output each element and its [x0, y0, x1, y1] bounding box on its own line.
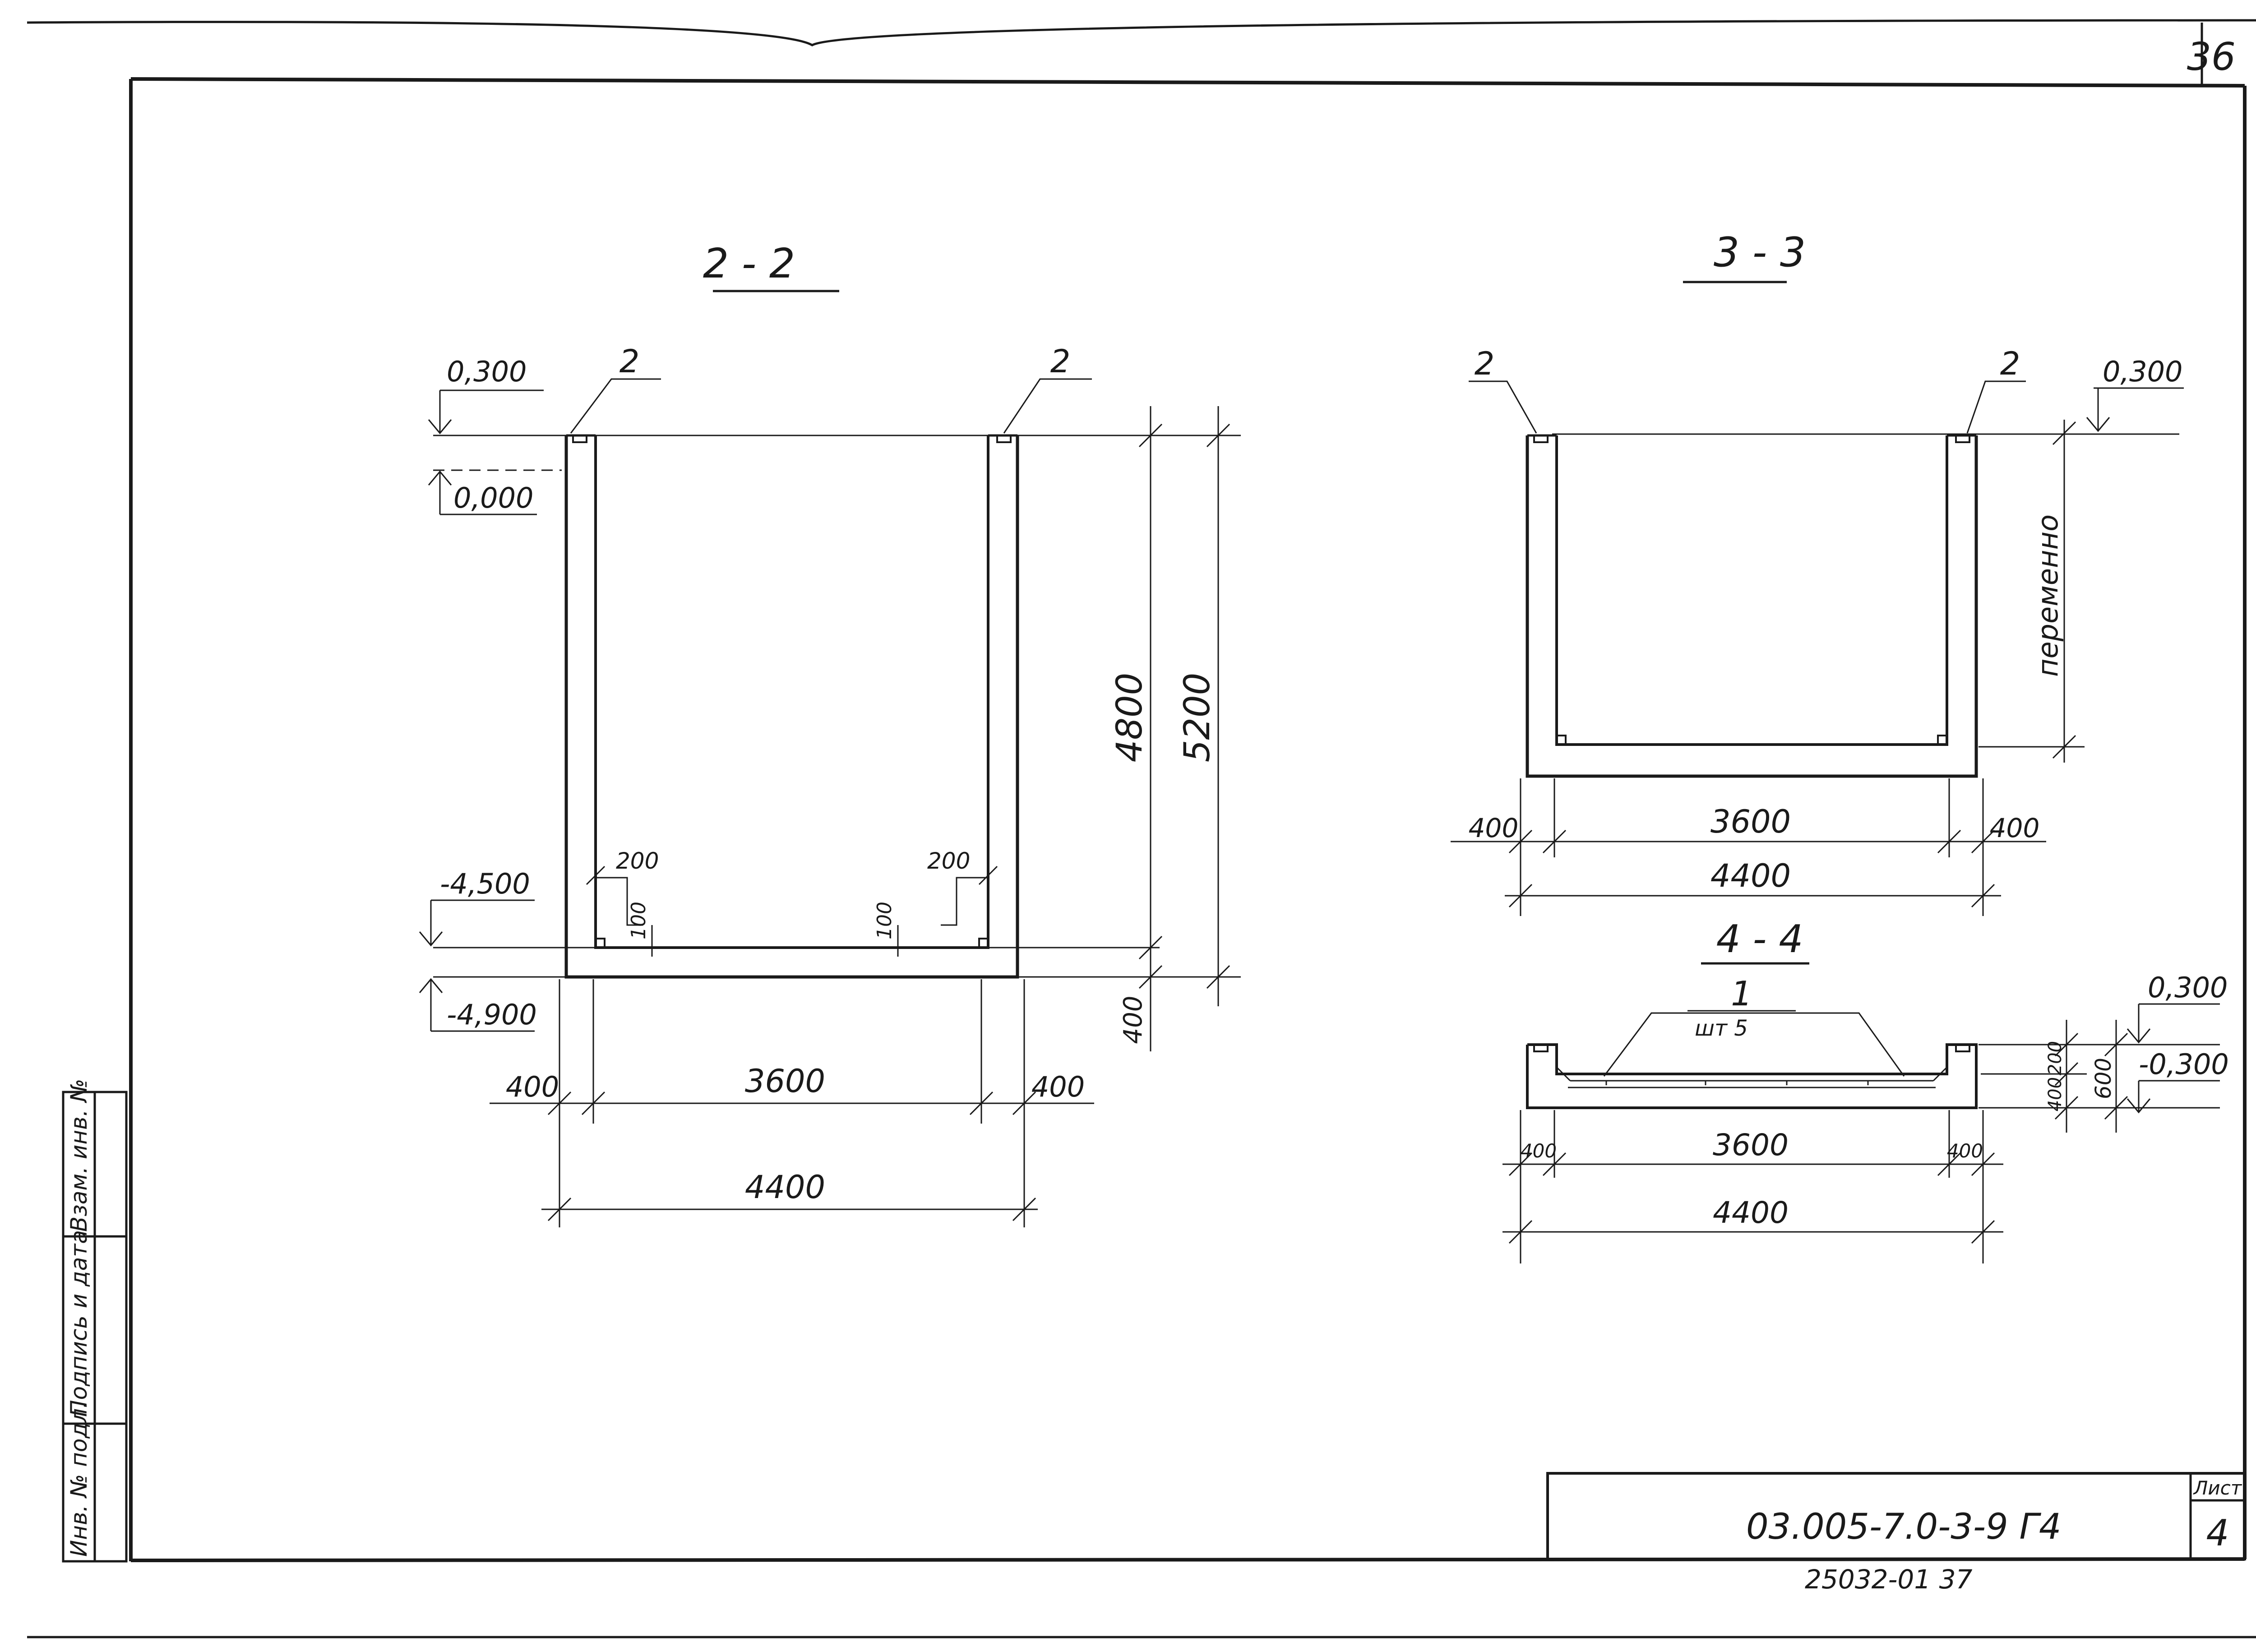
mark-1-qty: шт 5 — [1695, 1016, 1748, 1041]
section-3-3-title: 3 - 3 — [1714, 229, 1806, 276]
dim-3600-3-3: 3600 — [1710, 803, 1791, 840]
dim-400-vert-4-4: 400 — [2045, 1077, 2066, 1111]
dim-3600-4-4: 3600 — [1713, 1128, 1789, 1162]
section-2-2-mark-left: 2 — [619, 343, 640, 380]
level-top-4-4: 0,300 — [2148, 971, 2228, 1004]
dim-400-left-2-2: 400 — [506, 1070, 559, 1103]
level-inner-bottom-2-2: -4,500 — [440, 867, 530, 900]
dim-400-left-4-4: 400 — [1521, 1140, 1557, 1162]
dim-200-right: 200 — [927, 848, 970, 874]
section-3-3-geometry — [1451, 380, 2184, 916]
level-minus-4-4: -0,300 — [2139, 1048, 2229, 1081]
stamp-signature-date: Подпись и дата — [66, 1230, 92, 1417]
sheet-number: 4 — [2206, 1512, 2229, 1554]
dim-100-right: 100 — [873, 902, 896, 939]
section-4-4-title: 4 - 4 — [1716, 917, 1803, 962]
drawing-designation: 03.005-7.0-3-9 Г4 — [1746, 1507, 2062, 1547]
stamp-replaced-inv: Взам. инв. № — [66, 1079, 92, 1232]
section-4-4-geometry — [1502, 1003, 2220, 1263]
title-block — [1546, 1472, 2246, 1560]
dim-400-right-2-2: 400 — [1031, 1070, 1085, 1103]
level-top-3-3: 0,300 — [2103, 355, 2183, 388]
level-zero-2-2: 0,000 — [453, 481, 534, 514]
dim-4400-4-4: 4400 — [1713, 1195, 1789, 1230]
variable-height-label: переменно — [2031, 514, 2064, 677]
dim-400-vert-2-2: 400 — [1119, 996, 1148, 1044]
section-3-3-mark-right: 2 — [2000, 345, 2020, 382]
dim-200-left: 200 — [616, 848, 659, 874]
mark-1: 1 — [1731, 974, 1752, 1013]
dim-400-right-3-3: 400 — [1990, 813, 2040, 843]
sheet-frame — [27, 19, 2256, 1638]
level-bottom-2-2: -4,900 — [447, 998, 537, 1031]
dim-5200: 5200 — [1177, 673, 1218, 763]
section-2-2-title: 2 - 2 — [703, 240, 795, 287]
dim-400-right-4-4: 400 — [1947, 1140, 1983, 1162]
sheet-label: Лист — [2193, 1477, 2242, 1499]
dim-4400-2-2: 4400 — [745, 1169, 825, 1206]
dim-400-left-3-3: 400 — [1469, 813, 1519, 843]
dim-100-left: 100 — [627, 902, 650, 939]
stamp-inv-no: Инв. № подл. — [66, 1401, 92, 1557]
corner-sheet-number: 36 — [2187, 35, 2236, 79]
section-3-3-mark-left: 2 — [1475, 345, 1495, 382]
level-top-2-2: 0,300 — [447, 355, 527, 388]
section-2-2-geometry — [419, 378, 1241, 1227]
dim-600-4-4: 600 — [2091, 1058, 2116, 1099]
dim-4400-3-3: 4400 — [1710, 857, 1791, 894]
archive-code: 25032-01 37 — [1805, 1564, 1973, 1595]
side-stamp — [62, 1091, 128, 1563]
dim-200-vert-4-4: 200 — [2045, 1041, 2066, 1075]
section-2-2-mark-right: 2 — [1050, 343, 1071, 380]
dim-3600-2-2: 3600 — [745, 1063, 825, 1100]
dim-4800: 4800 — [1110, 673, 1150, 763]
